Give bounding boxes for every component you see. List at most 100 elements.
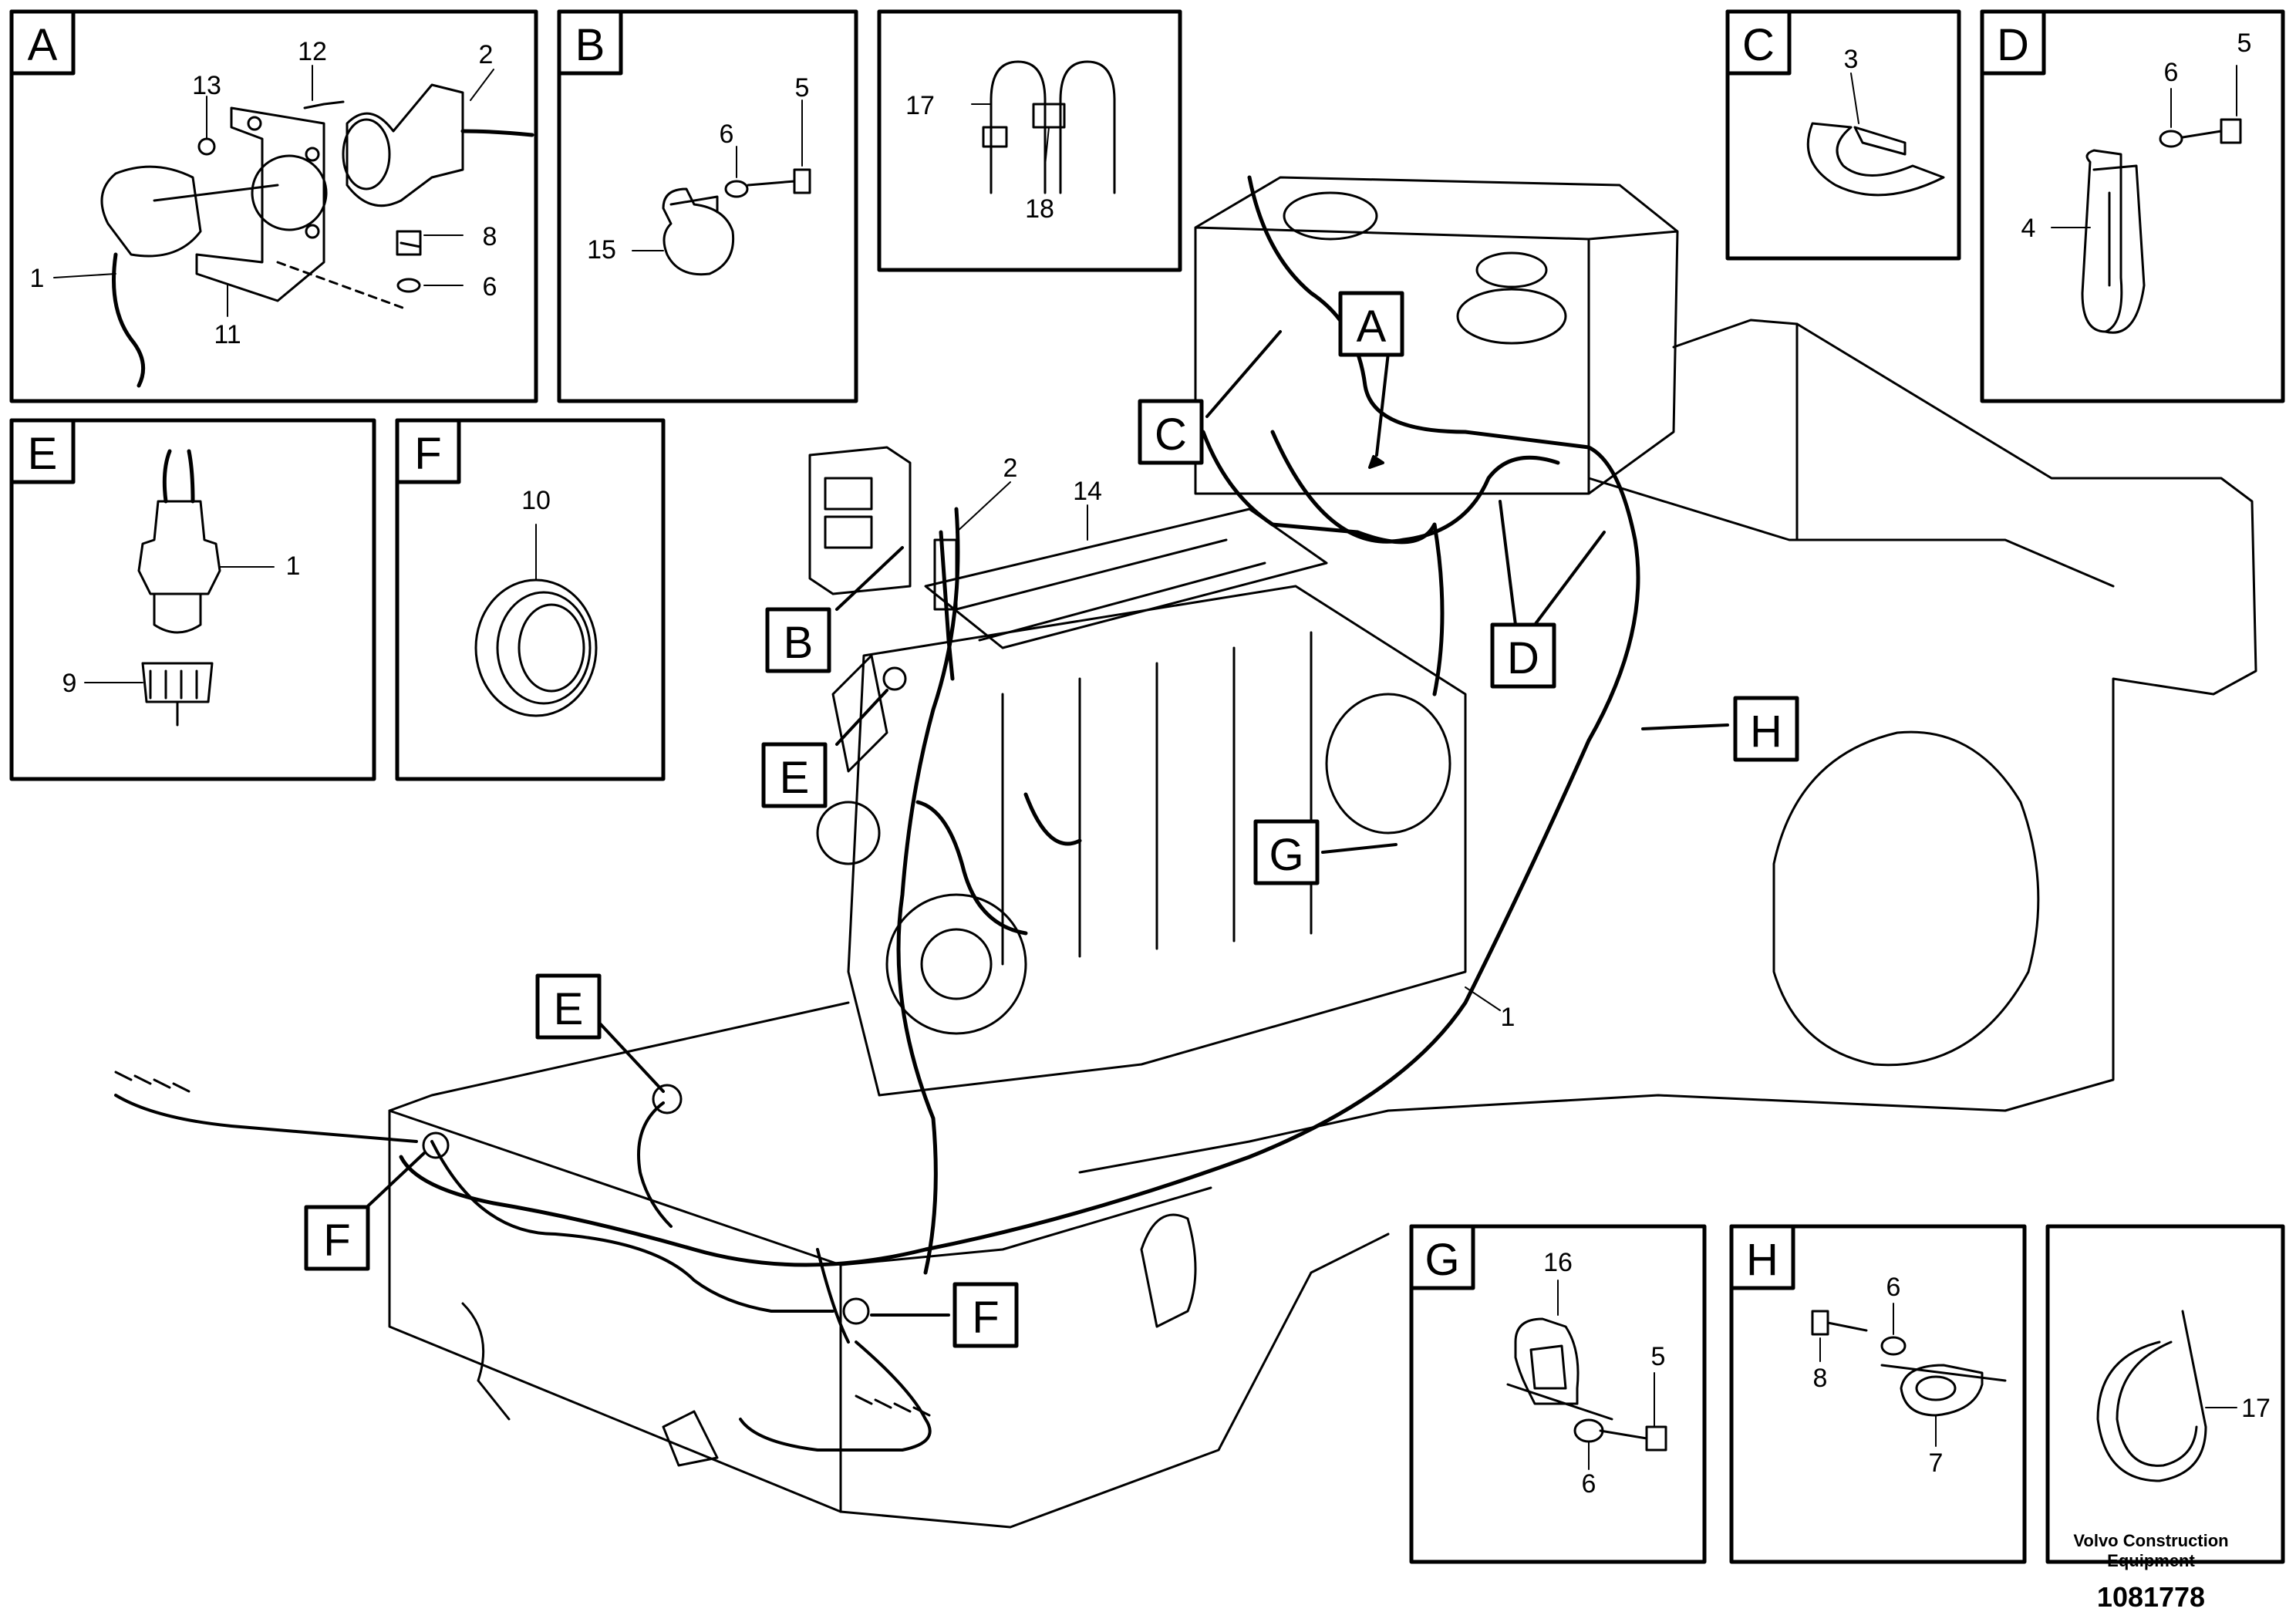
inset-tab-F	[395, 418, 461, 484]
cable	[162, 449, 195, 504]
lower-frame	[388, 1109, 1212, 1513]
grommet-mid	[496, 591, 592, 705]
bolt	[303, 100, 345, 110]
inset-letter-C: C	[1742, 20, 1775, 70]
inset-tab-H	[1729, 1224, 1795, 1290]
marker-box-A	[1338, 291, 1404, 357]
inset-letter-A: A	[28, 20, 58, 70]
inset-frame-A	[9, 9, 538, 403]
chassis-frame	[1078, 319, 2257, 1174]
leader-D1	[1499, 500, 1517, 626]
bolt	[1811, 1310, 1868, 1336]
sensor-tip	[153, 592, 202, 634]
nut	[197, 137, 216, 156]
lower-frame	[388, 1001, 1390, 1529]
callout: 6	[1886, 1273, 1901, 1302]
connector	[882, 666, 907, 691]
inset-H-drawing	[1811, 1303, 2007, 1447]
callout: 1	[1501, 1003, 1515, 1032]
terminal-group	[114, 1071, 190, 1093]
leader-E2	[597, 1020, 665, 1093]
callout: 12	[298, 37, 327, 66]
bracket-hole	[247, 116, 262, 131]
marker-box-G	[1253, 819, 1320, 885]
callout-leaders	[632, 99, 803, 251]
wiring-harness	[114, 1094, 418, 1143]
callout-leaders	[1557, 1280, 1655, 1470]
support-clip-inner	[1529, 1344, 1567, 1390]
grommet	[422, 1131, 450, 1159]
sensor-socket	[346, 83, 464, 207]
strap-clip	[1806, 122, 1945, 197]
inset-letter-D: D	[1997, 20, 2029, 70]
inset-letter-G: G	[1424, 1235, 1459, 1285]
marker-leaders	[357, 330, 1729, 1317]
callout-leaders	[1819, 1303, 1937, 1447]
tank-cap	[1283, 191, 1378, 241]
tie-wrap	[2116, 1340, 2198, 1467]
callout: 3	[1844, 45, 1859, 74]
inset-frame-D	[1980, 9, 2285, 403]
grommet	[842, 1297, 870, 1325]
leader-D2	[1533, 531, 1606, 626]
turbo	[1325, 693, 1451, 835]
marker-box-F	[304, 1205, 370, 1271]
screw	[747, 168, 811, 194]
inset-letters: A B C D E F G H	[28, 20, 2029, 1285]
callout: 1	[30, 264, 45, 293]
callout-leaders	[84, 566, 275, 683]
inset-F-drawing	[474, 524, 598, 717]
p-clip	[662, 187, 735, 276]
wiring-harness	[915, 792, 1082, 936]
control-box	[808, 446, 912, 595]
wiring-harness	[399, 175, 1640, 1267]
callout: 2	[1003, 454, 1018, 483]
callout: 5	[2237, 29, 2252, 58]
inset-tie-drawing	[2096, 1310, 2237, 1482]
pulley	[920, 928, 993, 1000]
callout: 2	[479, 40, 494, 69]
inset-frame-F	[395, 418, 666, 781]
marker-E: E	[554, 984, 584, 1034]
tie-wrap	[2096, 1310, 2207, 1482]
engine-mount	[831, 654, 888, 773]
inset-frame-H	[1729, 1224, 2027, 1564]
inset-frames	[9, 9, 2285, 1564]
arrowhead	[1368, 455, 1384, 469]
engine-ribs	[1001, 631, 1313, 966]
inset-tab-B	[557, 9, 623, 76]
wiring-harness	[430, 1140, 834, 1313]
marker-G: G	[1269, 830, 1303, 880]
marker-D: D	[1507, 633, 1539, 683]
frame-slot	[461, 1302, 719, 1467]
tie-head	[982, 126, 1008, 148]
callout: 18	[1025, 194, 1054, 224]
washer	[1880, 1336, 1907, 1356]
inset-tab-A	[9, 9, 76, 76]
fuel-tank	[1194, 176, 1679, 495]
leader-H	[1641, 723, 1729, 730]
cable	[112, 252, 146, 388]
inset-frame-G	[1409, 1224, 1707, 1564]
grommet-outer	[474, 578, 598, 717]
inset-frame-C	[1725, 9, 1961, 261]
pipe-clip-hole	[1915, 1375, 1957, 1401]
p-clip-tab	[669, 195, 719, 214]
grommet-inner	[518, 603, 585, 693]
inset-tab-C	[1725, 9, 1792, 76]
inset-letter-B: B	[575, 20, 605, 70]
screw	[2181, 118, 2242, 144]
leader-C	[1205, 330, 1282, 418]
clip-latch	[1853, 126, 1907, 156]
inset-B-drawing	[632, 99, 811, 276]
callout: 8	[483, 222, 497, 251]
chassis-frame	[1587, 322, 2115, 588]
sensor-body	[933, 538, 958, 611]
drawing-number: 1081778	[2096, 1581, 2206, 1613]
washer	[1573, 1418, 1604, 1443]
bracket-hole	[305, 224, 320, 239]
marker-F: F	[972, 1293, 999, 1343]
main-callouts: 2 14 1	[1003, 454, 1515, 1032]
callout: 8	[1813, 1364, 1828, 1393]
pulley	[816, 801, 881, 865]
